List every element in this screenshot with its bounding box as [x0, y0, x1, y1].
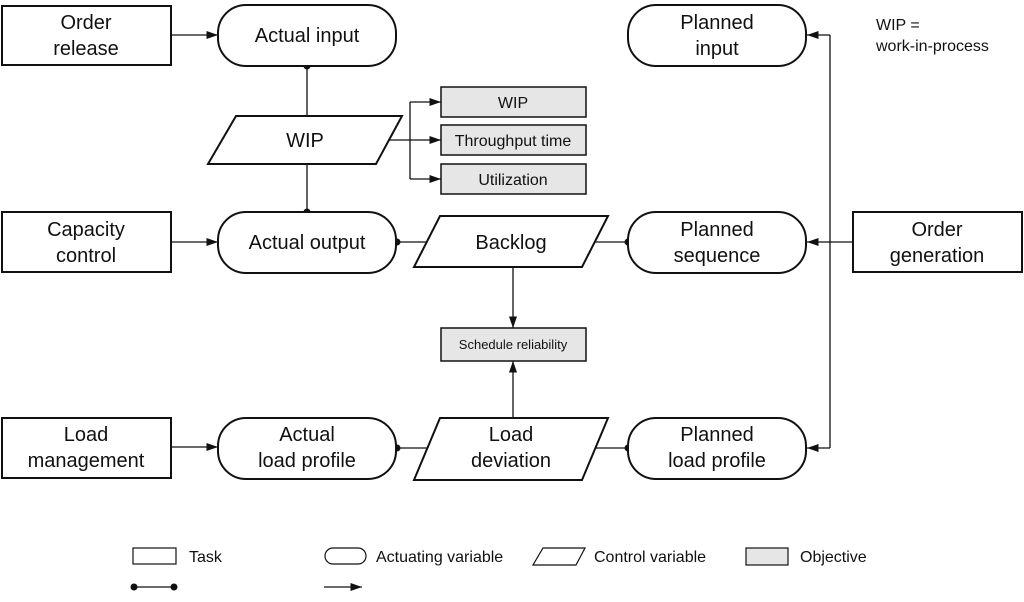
actuating-planned-input: Planned input — [627, 4, 807, 67]
objective-schedule-reliability: Schedule reliability — [440, 327, 587, 362]
actuating-label: input — [695, 38, 739, 60]
task-label: control — [56, 245, 116, 267]
actuating-label: load profile — [668, 450, 766, 472]
task-label: generation — [890, 245, 985, 267]
objective-label: Throughput time — [455, 133, 572, 150]
task-label: Order — [60, 12, 111, 34]
legend-objective: Objective — [745, 547, 867, 566]
objective-label: WIP — [498, 95, 528, 112]
control-label: deviation — [471, 450, 551, 472]
actuating-label: Planned — [680, 424, 753, 446]
actuating-planned-load-profile: Planned load profile — [627, 417, 807, 480]
objective-throughput-time: Throughput time — [440, 124, 587, 156]
actuating-actual-load-profile: Actual load profile — [217, 417, 397, 480]
actuating-planned-sequence: Planned sequence — [627, 211, 807, 274]
actuating-label: sequence — [674, 245, 761, 267]
actuating-actual-output: Actual output — [217, 211, 397, 274]
legend-label: Control variable — [594, 549, 706, 566]
actuating-label: load profile — [258, 450, 356, 472]
control-label: WIP — [286, 130, 324, 152]
note-line: work-in-process — [875, 38, 989, 55]
legend-label: Actuating variable — [376, 549, 503, 566]
actuating-label: Actual input — [255, 25, 360, 47]
control-label: Backlog — [475, 232, 546, 254]
task-order-release: Order release — [1, 5, 172, 66]
task-label: management — [28, 450, 145, 472]
wip-definition-note: WIP = work-in-process — [875, 17, 989, 55]
legend-actuating-variable: Actuating variable — [324, 547, 503, 566]
legend-label: Task — [189, 549, 223, 566]
objective-label: Utilization — [478, 172, 547, 189]
task-label: release — [53, 38, 119, 60]
objective-label: Schedule reliability — [459, 337, 568, 352]
objective-wip: WIP — [440, 86, 587, 118]
control-label: Load — [489, 424, 534, 446]
control-backlog: Backlog — [412, 215, 610, 268]
note-line: WIP = — [876, 17, 920, 34]
actuating-label: Planned — [680, 12, 753, 34]
task-label: Load — [64, 424, 109, 446]
actuating-label: Planned — [680, 219, 753, 241]
legend-link-symbol — [130, 583, 178, 591]
actuating-label: Actual output — [249, 232, 366, 254]
control-load-deviation: Load deviation — [412, 417, 610, 481]
control-wip: WIP — [206, 115, 404, 165]
task-label: Capacity — [47, 219, 125, 241]
actuating-actual-input: Actual input — [217, 4, 397, 67]
legend: Task Actuating variable Control variable… — [130, 547, 867, 592]
legend-task: Task — [132, 547, 223, 566]
legend-label: Objective — [800, 549, 867, 566]
actuating-label: Actual — [279, 424, 335, 446]
task-load-management: Load management — [1, 417, 172, 479]
task-order-generation: Order generation — [852, 211, 1023, 273]
objective-utilization: Utilization — [440, 163, 587, 195]
task-label: Order — [911, 219, 962, 241]
legend-control-variable: Control variable — [531, 547, 706, 566]
task-capacity-control: Capacity control — [1, 211, 172, 273]
